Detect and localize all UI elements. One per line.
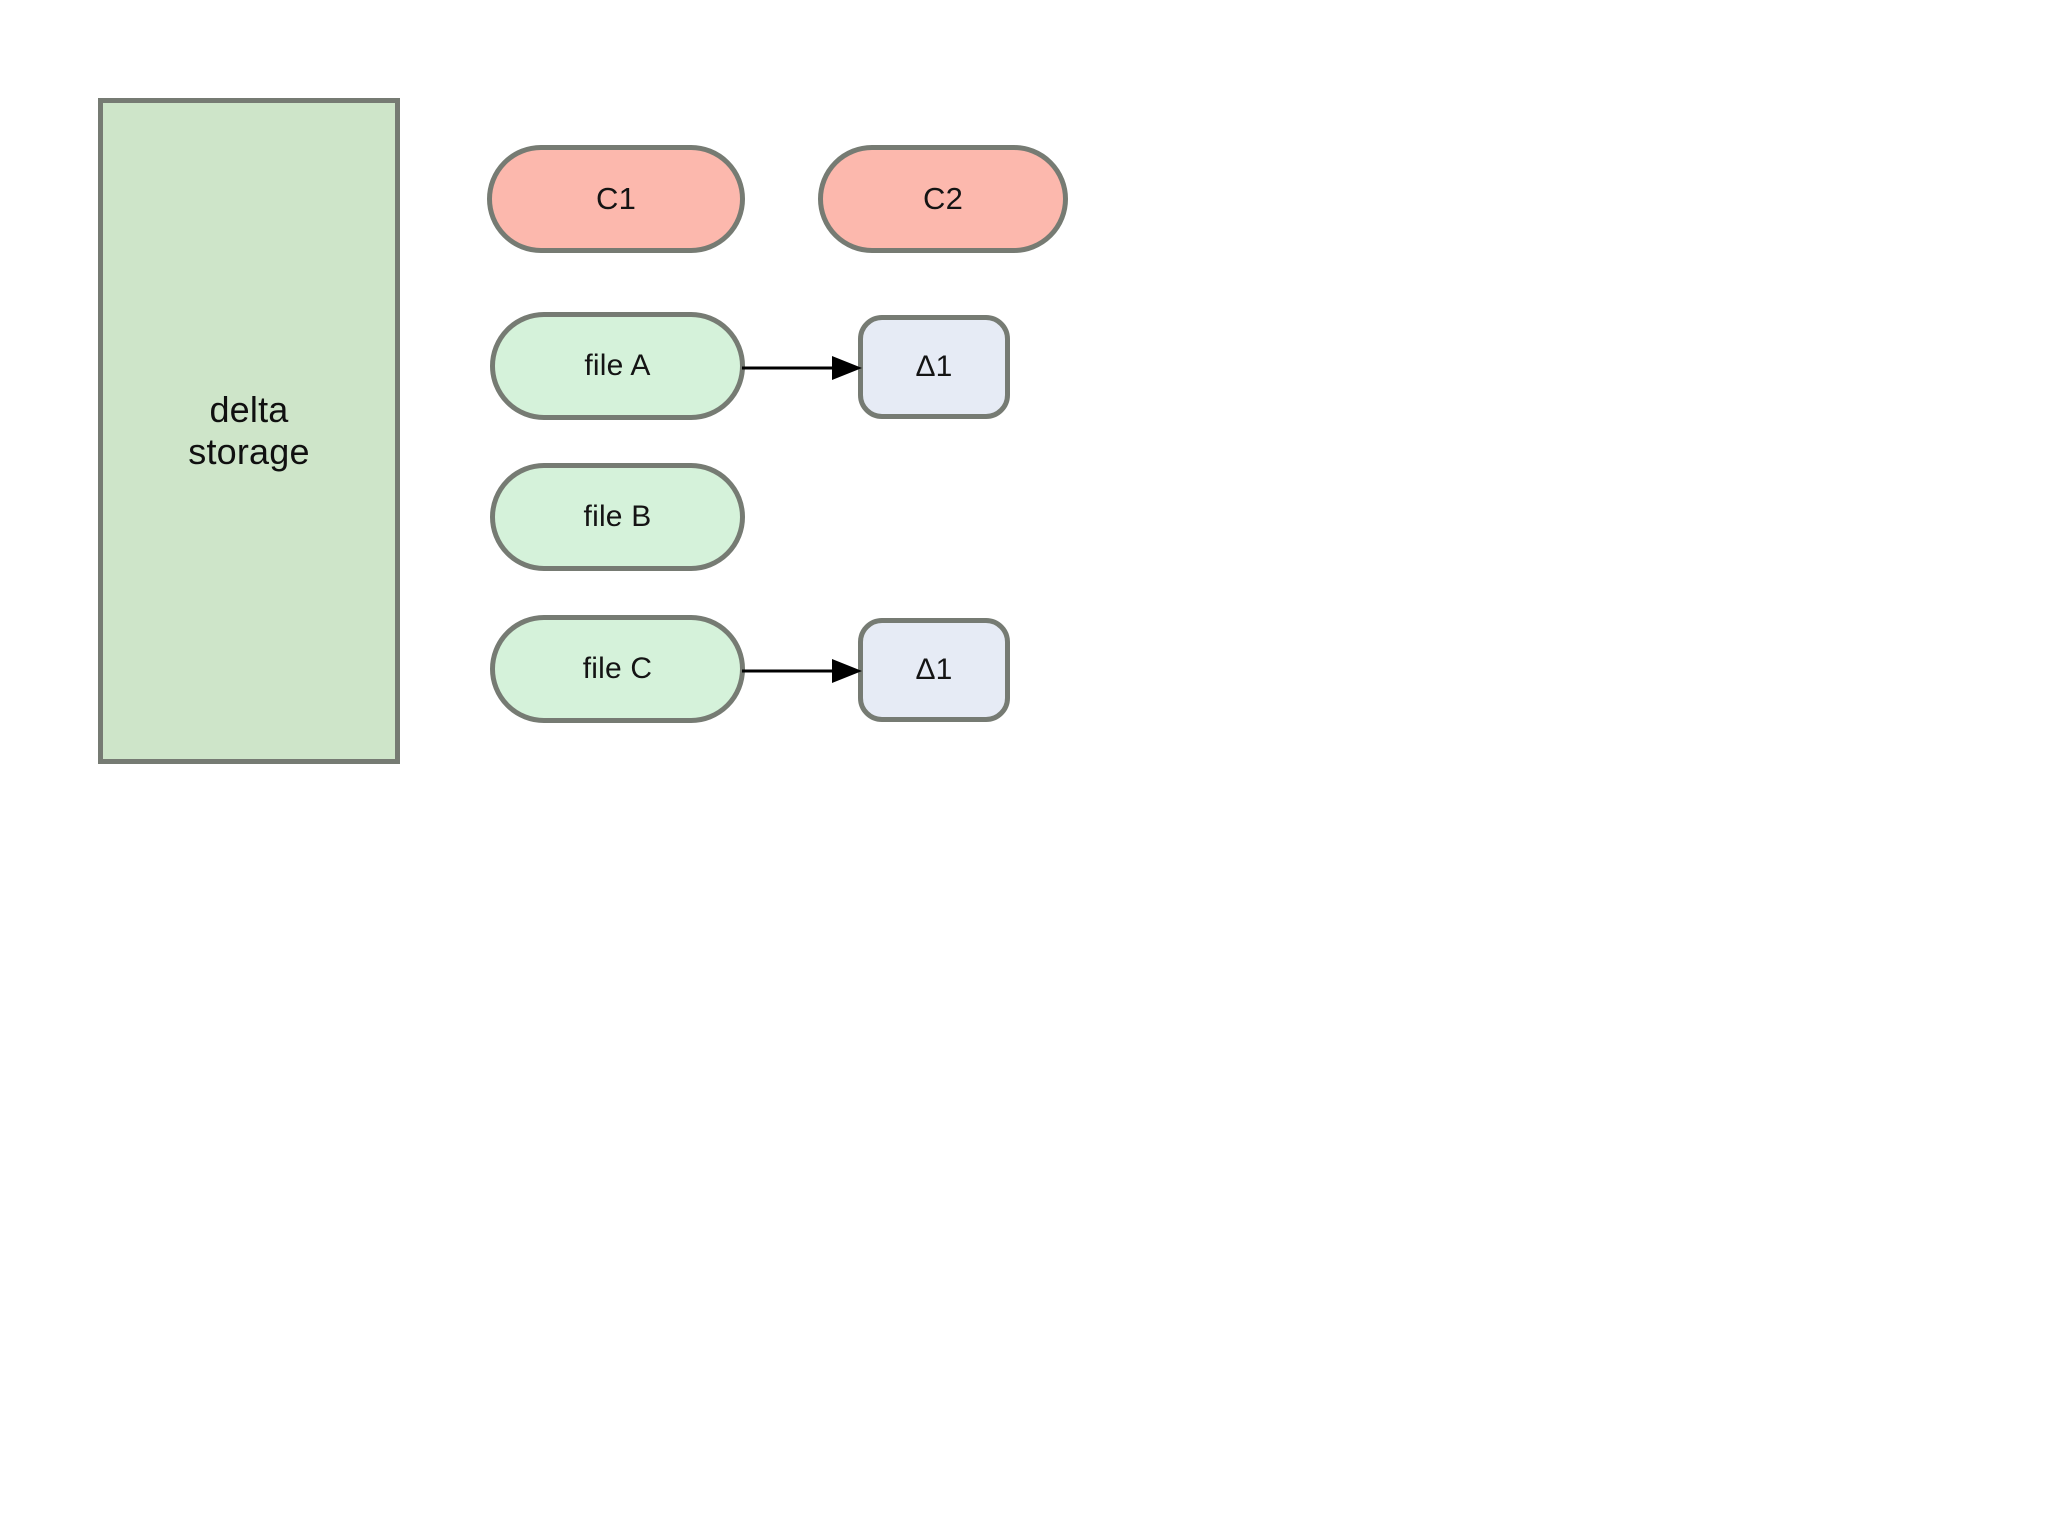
delta-storage-box: delta storage xyxy=(98,98,400,764)
file-node-a: file A xyxy=(490,312,745,420)
delta-node-a-label: Δ1 xyxy=(915,350,953,383)
commit-node-c1: C1 xyxy=(487,145,745,253)
commit-node-c2: C2 xyxy=(818,145,1068,253)
file-node-c-label: file C xyxy=(582,652,653,685)
commit-node-c1-label: C1 xyxy=(595,181,637,216)
file-node-b: file B xyxy=(490,463,745,571)
delta-storage-label: delta storage xyxy=(188,388,310,472)
delta-node-a: Δ1 xyxy=(858,315,1010,419)
arrow-file-c-to-delta xyxy=(742,659,862,683)
commit-node-c2-label: C2 xyxy=(922,181,964,216)
file-node-b-label: file B xyxy=(583,500,652,533)
file-node-a-label: file A xyxy=(584,349,651,382)
delta-node-c: Δ1 xyxy=(858,618,1010,722)
file-node-c: file C xyxy=(490,615,745,723)
arrow-file-a-to-delta xyxy=(742,356,862,380)
delta-node-c-label: Δ1 xyxy=(915,653,953,686)
